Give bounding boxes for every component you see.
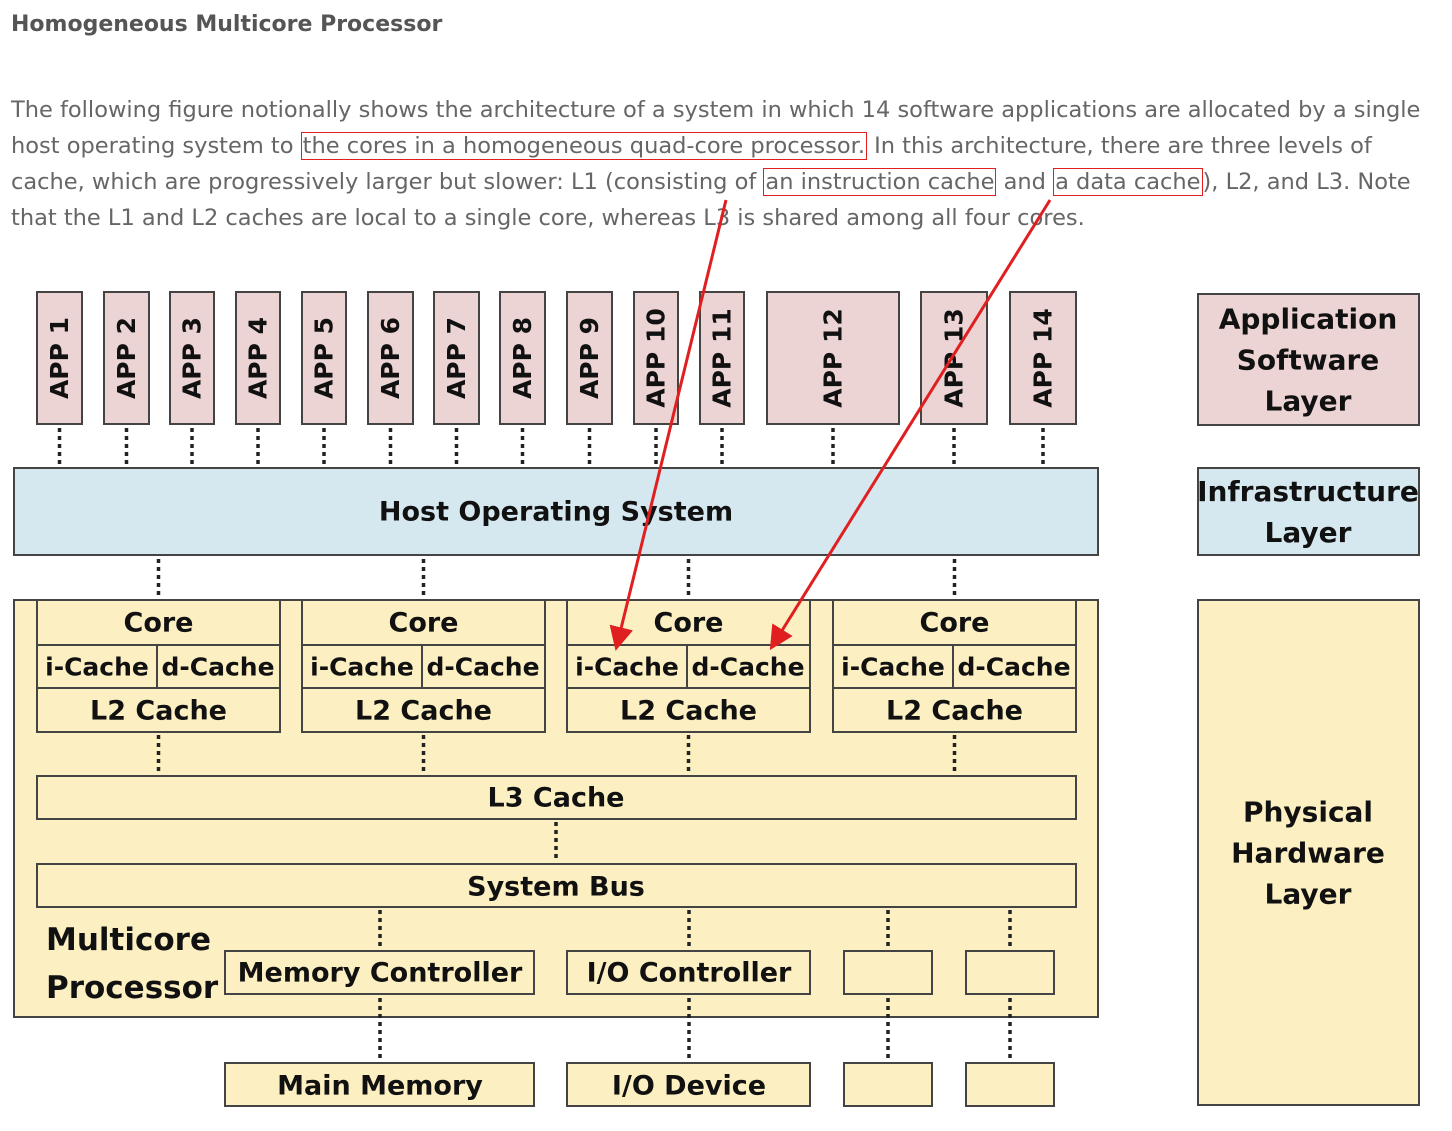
highlight-data-cache: a data cache bbox=[1053, 168, 1203, 196]
memory-controller-box bbox=[224, 950, 535, 995]
dcache-label-4: d-Cache bbox=[957, 653, 1070, 682]
io-controller-label: I/O Controller bbox=[587, 958, 792, 989]
app-box-5 bbox=[301, 291, 347, 425]
app-label-7: APP 7 bbox=[442, 317, 471, 399]
app-box-3 bbox=[169, 291, 215, 425]
app-layer-label-line-1: Application bbox=[1219, 303, 1398, 336]
main-memory-box bbox=[224, 1062, 535, 1107]
icache-label-1: i-Cache bbox=[45, 653, 149, 682]
l3-cache-box bbox=[36, 775, 1077, 820]
core-title-3: Core bbox=[654, 608, 724, 639]
dcache-label-1: d-Cache bbox=[161, 653, 274, 682]
app-box-11 bbox=[699, 291, 745, 425]
l2-cache-label-1: L2 Cache bbox=[90, 696, 227, 727]
phys-layer-box bbox=[1197, 599, 1420, 1106]
main-memory-label: Main Memory bbox=[277, 1071, 483, 1102]
app-label-6: APP 6 bbox=[376, 317, 405, 399]
core-box-1 bbox=[36, 599, 281, 733]
l2-cache-label-4: L2 Cache bbox=[886, 696, 1023, 727]
app-label-9: APP 9 bbox=[575, 317, 604, 399]
core-box-3 bbox=[566, 599, 811, 733]
description-paragraph: The following figure notionally shows th… bbox=[11, 92, 1441, 236]
core-title-2: Core bbox=[389, 608, 459, 639]
infra-layer-label-line-1: Infrastructure bbox=[1197, 475, 1419, 508]
app-label-3: APP 3 bbox=[178, 317, 207, 399]
controller-3-box bbox=[843, 950, 933, 995]
app-label-14: APP 14 bbox=[1029, 308, 1058, 408]
app-label-1: APP 1 bbox=[45, 317, 74, 399]
device-3-box bbox=[843, 1062, 933, 1107]
app-box-13 bbox=[920, 291, 988, 425]
app-box-1 bbox=[36, 291, 83, 425]
para-text-4: ), L2, and L3. Note that the L1 and L2 c… bbox=[11, 169, 1411, 231]
para-text-1: The following figure notionally shows th… bbox=[11, 97, 1421, 159]
app-label-8: APP 8 bbox=[508, 317, 537, 399]
core-box-4 bbox=[832, 599, 1077, 733]
infra-layer-box bbox=[1197, 467, 1420, 556]
app-label-4: APP 4 bbox=[244, 317, 273, 399]
annotation-arrow-icache bbox=[609, 199, 728, 651]
app-label-5: APP 5 bbox=[310, 317, 339, 399]
system-bus-box bbox=[36, 863, 1077, 908]
multicore-label-2: Processor bbox=[46, 970, 219, 1006]
app-label-13: APP 13 bbox=[940, 308, 969, 408]
io-device-box bbox=[566, 1062, 811, 1107]
l3-cache-label: L3 Cache bbox=[488, 783, 625, 814]
app-box-9 bbox=[566, 291, 613, 425]
app-label-2: APP 2 bbox=[112, 317, 141, 399]
app-box-10 bbox=[633, 291, 679, 425]
highlight-instruction-cache: an instruction cache bbox=[763, 168, 997, 196]
phys-layer-label-line-1: Physical bbox=[1243, 796, 1373, 829]
phys-layer-label-line-3: Layer bbox=[1265, 878, 1352, 911]
dcache-label-2: d-Cache bbox=[426, 653, 539, 682]
app-label-11: APP 11 bbox=[708, 308, 737, 408]
icache-label-2: i-Cache bbox=[310, 653, 414, 682]
io-controller-box bbox=[566, 950, 811, 995]
app-box-8 bbox=[499, 291, 546, 425]
multicore-label-1: Multicore bbox=[46, 922, 211, 958]
app-layer-label-line-3: Layer bbox=[1265, 385, 1352, 418]
controller-4-box bbox=[965, 950, 1055, 995]
app-label-10: APP 10 bbox=[642, 308, 671, 408]
app-label-12: APP 12 bbox=[819, 308, 848, 408]
icache-label-4: i-Cache bbox=[841, 653, 945, 682]
app-box-12 bbox=[766, 291, 900, 425]
io-device-label: I/O Device bbox=[612, 1071, 766, 1102]
para-text-2: In this architecture, there are three le… bbox=[11, 133, 1372, 195]
host-os-box bbox=[13, 467, 1099, 556]
annotation-arrow-dcache bbox=[769, 199, 1052, 651]
infra-layer-label-line-2: Layer bbox=[1265, 516, 1352, 549]
highlight-quad-core: the cores in a homogeneous quad-core pro… bbox=[300, 132, 867, 160]
core-title-1: Core bbox=[124, 608, 194, 639]
system-bus-label: System Bus bbox=[467, 872, 645, 903]
l2-cache-label-3: L2 Cache bbox=[620, 696, 757, 727]
l2-cache-label-2: L2 Cache bbox=[355, 696, 492, 727]
app-box-4 bbox=[235, 291, 281, 425]
app-layer-box bbox=[1197, 293, 1420, 426]
page-title: Homogeneous Multicore Processor bbox=[11, 12, 443, 37]
core-box-2 bbox=[301, 599, 546, 733]
app-box-2 bbox=[103, 291, 150, 425]
host-os-label: Host Operating System bbox=[379, 497, 733, 528]
memory-controller-label: Memory Controller bbox=[238, 958, 523, 989]
phys-layer-label-line-2: Hardware bbox=[1231, 837, 1385, 870]
core-title-4: Core bbox=[920, 608, 990, 639]
app-layer-label-line-2: Software bbox=[1237, 344, 1380, 377]
app-box-6 bbox=[367, 291, 414, 425]
icache-label-3: i-Cache bbox=[575, 653, 679, 682]
device-4-box bbox=[965, 1062, 1055, 1107]
app-box-7 bbox=[433, 291, 480, 425]
para-text-3: and bbox=[996, 169, 1054, 195]
dcache-label-3: d-Cache bbox=[691, 653, 804, 682]
app-box-14 bbox=[1009, 291, 1077, 425]
